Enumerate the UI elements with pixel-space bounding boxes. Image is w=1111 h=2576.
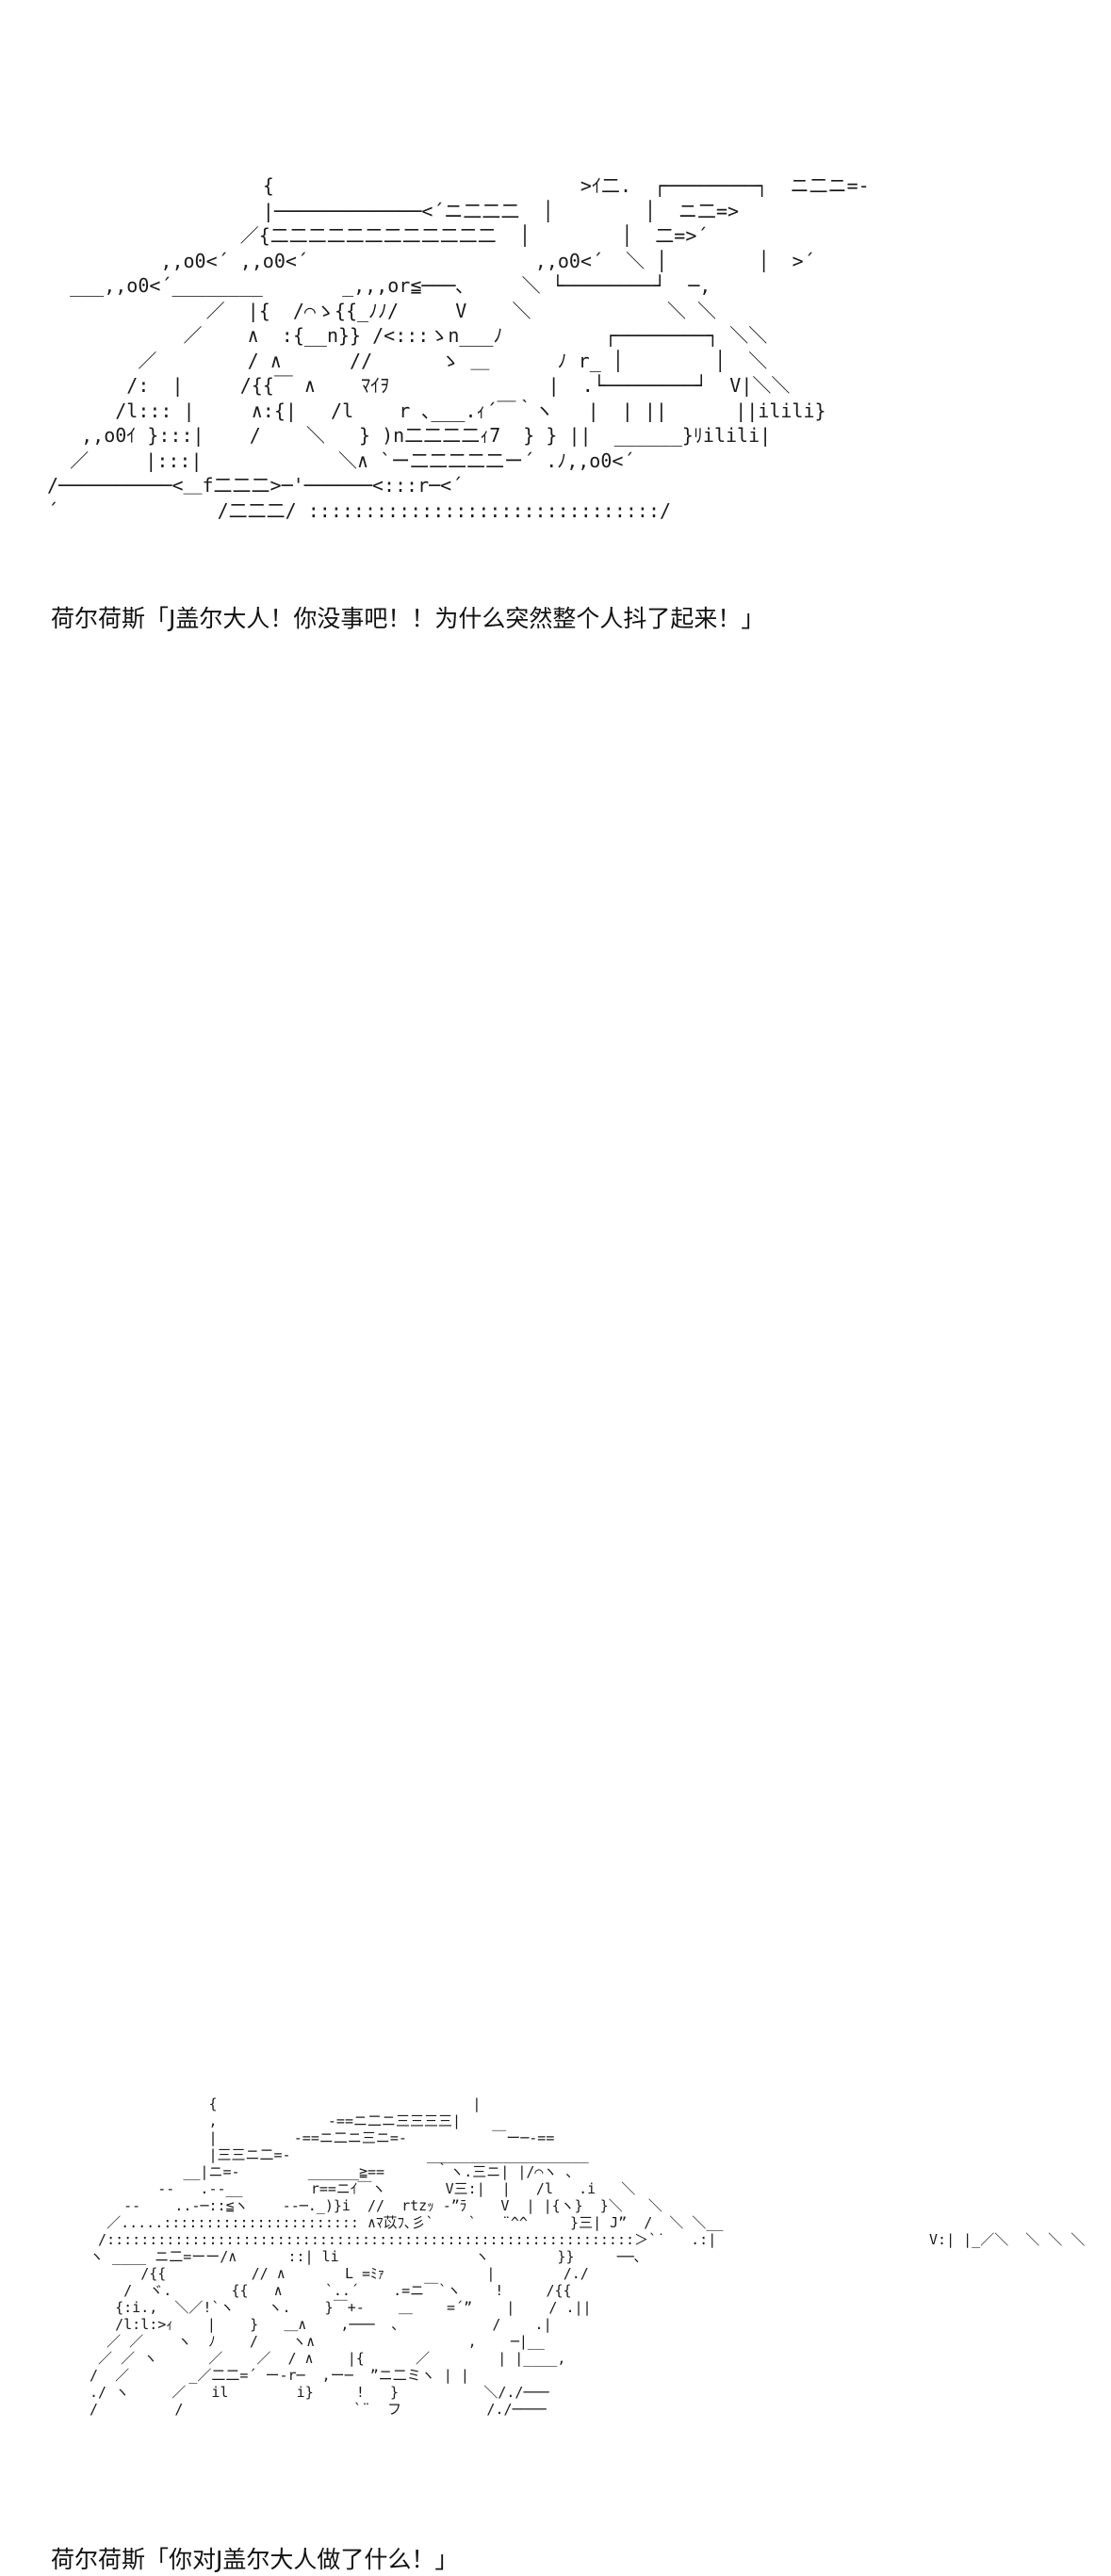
manga-panel-1: { >ｲ二. ┌────────┐ ニ二ニ=- |─────────────<´… — [0, 0, 1111, 660]
manga-panel-2: { | , -==ニ二ニ三三三三| | -==ニ二ニ三ニ=- ￣ー─-== |三… — [0, 1036, 1111, 2573]
ascii-art-scene-2: { | , -==ニ二ニ三三三三| | -==ニ二ニ三ニ=- ￣ー─-== |三… — [90, 2095, 1086, 2418]
dialogue-caption-1: 荷尔荷斯「J盖尔大人！你没事吧！！为什么突然整个人抖了起来！」 — [51, 605, 765, 632]
dialogue-caption-2: 荷尔荷斯「你对J盖尔大人做了什么！」 — [51, 2546, 459, 2573]
ascii-art-scene-1: { >ｲ二. ┌────────┐ ニ二ニ=- |─────────────<´… — [47, 174, 870, 522]
